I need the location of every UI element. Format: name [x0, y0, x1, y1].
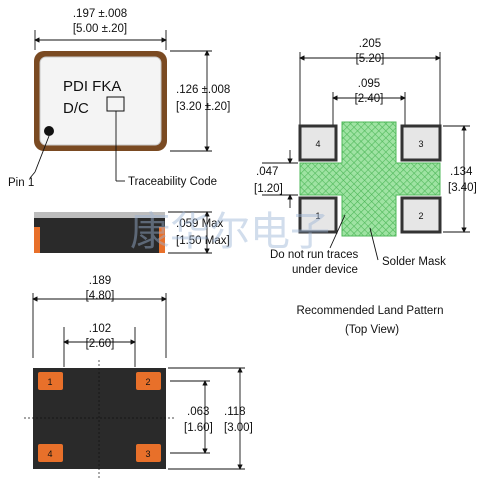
land-padh-in: .047 — [256, 166, 278, 178]
pin1-label: Pin 1 — [8, 177, 34, 189]
bottom-width-in: .189 — [89, 275, 111, 287]
bottom-pad-2 — [136, 372, 161, 390]
bottom-width-mm: [4.80] — [86, 290, 115, 302]
solder-mask-label: Solder Mask — [382, 256, 446, 268]
package-lid — [39, 56, 162, 146]
land-pitch-in: .095 — [358, 78, 380, 90]
side-lid — [34, 212, 165, 218]
land-pad-2 — [400, 196, 442, 234]
bottom-pad-1-label: 1 — [47, 377, 52, 387]
land-height-in: .134 — [450, 166, 473, 178]
bottom-pad-1 — [38, 372, 63, 390]
pin1-dot — [44, 126, 54, 136]
land-title-line2: (Top View) — [345, 324, 399, 336]
land-pad-4 — [298, 124, 338, 162]
top-height-mm: [3.20 ±.20] — [176, 101, 230, 113]
bottom-pad-4 — [38, 444, 63, 462]
land-pad-1 — [298, 196, 338, 234]
land-title-line1: Recommended Land Pattern — [296, 305, 443, 317]
land-pad-3-label: 3 — [418, 139, 423, 149]
land-padh-mm: [1.20] — [254, 183, 283, 195]
land-pad-1-label: 1 — [315, 211, 320, 221]
traceability-box — [106, 96, 125, 112]
note-line1: Do not run traces — [270, 249, 358, 261]
side-view: .059 Max [1.50 Max] — [34, 211, 230, 254]
solder-mask-crosshatch — [300, 122, 440, 236]
land-height-mm: [3.40] — [448, 182, 477, 194]
side-body — [34, 212, 165, 253]
top-width-mm: [5.00 ±.20] — [73, 23, 127, 35]
bottom-height-in: .118 — [224, 406, 246, 418]
side-height-in: .059 Max — [176, 218, 224, 230]
marking-line1: PDI FKA — [63, 78, 121, 95]
note-line2: under device — [292, 264, 358, 276]
bottom-pad-3 — [136, 444, 161, 462]
bottom-pad-2-label: 2 — [145, 377, 150, 387]
top-width-in: .197 ±.008 — [73, 8, 127, 20]
land-pad-2-label: 2 — [418, 211, 423, 221]
side-pad-right — [159, 227, 165, 253]
land-pad-4-label: 4 — [315, 139, 320, 149]
land-pattern: .205 [5.20] .095 [2.40] 4 3 1 2 .047 [1.… — [254, 38, 477, 336]
land-pitch-mm: [2.40] — [355, 93, 384, 105]
bottom-pad-4-label: 4 — [47, 449, 52, 459]
land-pad-3 — [400, 124, 442, 162]
top-height-in: .126 ±.008 — [176, 84, 230, 96]
bottom-view: .189 [4.80] .102 [2.60] 1 2 3 4 .063 [1.… — [24, 275, 253, 478]
top-view: .197 ±.008 [5.00 ±.20] PDI FKA D/C .126 … — [8, 8, 230, 189]
bottom-pitch-in: .102 — [89, 323, 111, 335]
side-height-mm: [1.50 Max] — [176, 235, 230, 247]
land-width-mm: [5.20] — [356, 53, 385, 65]
bottom-vpitch-in: .063 — [187, 406, 209, 418]
bottom-height-mm: [3.00] — [224, 422, 253, 434]
traceability-label: Traceability Code — [128, 176, 217, 188]
watermark-text: 康华尔电子 — [130, 209, 330, 255]
land-width-in: .205 — [359, 38, 381, 50]
side-pad-left — [34, 227, 40, 253]
marking-line2: D/C — [63, 100, 89, 117]
bottom-pitch-mm: [2.60] — [86, 338, 115, 350]
bottom-vpitch-mm: [1.60] — [184, 422, 213, 434]
bottom-pad-3-label: 3 — [145, 449, 150, 459]
